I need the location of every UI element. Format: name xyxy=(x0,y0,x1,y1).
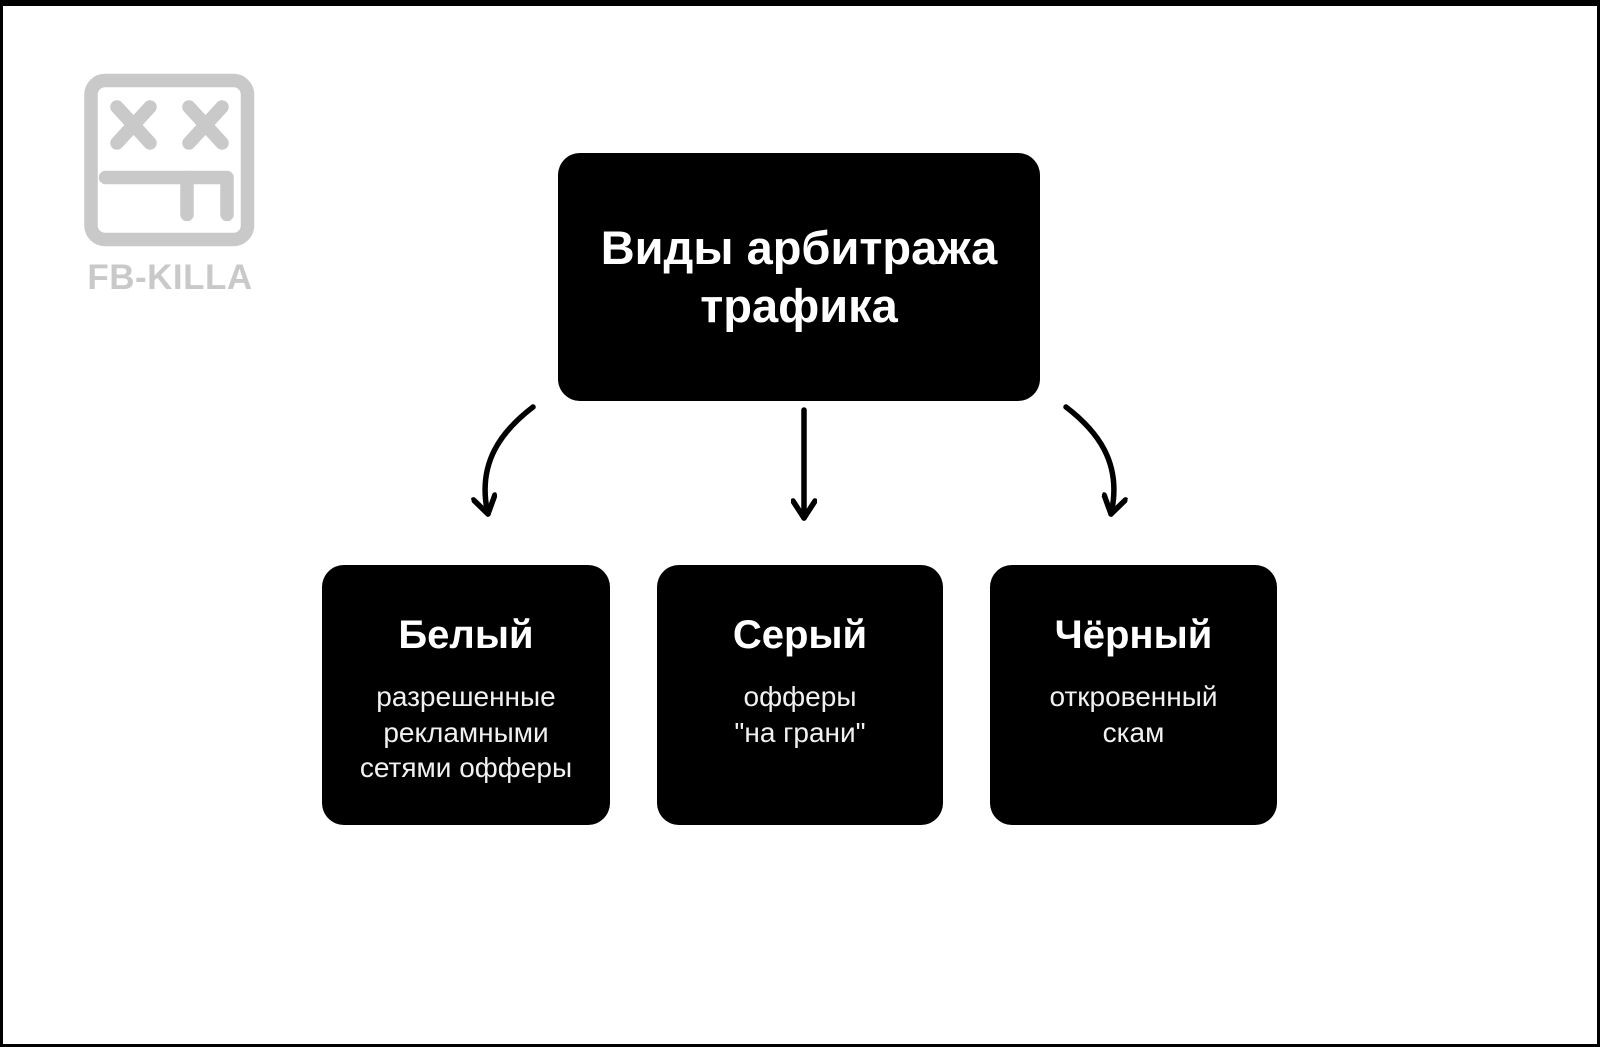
dead-face-right-eye xyxy=(182,100,229,150)
root-node-label: Виды арбитража трафика xyxy=(600,220,998,332)
arrow-to-black-node xyxy=(1063,404,1114,517)
arrow-to-white-node xyxy=(485,404,536,517)
node-white-description: разрешенные рекламными сетями офферы xyxy=(359,681,573,784)
root-node: Виды арбитража трафика xyxy=(558,153,1040,401)
dead-face-icon xyxy=(84,73,255,247)
node-black: Чёрный откровенный скам xyxy=(990,565,1277,825)
brand-name: FB-KILLA xyxy=(87,258,253,297)
node-black-description: откровенный скам xyxy=(1049,681,1218,748)
dead-face-mouth xyxy=(98,170,234,222)
dead-face-outline xyxy=(84,73,255,247)
node-black-title: Чёрный xyxy=(1054,613,1213,657)
node-gray: Серый офферы "на грани" xyxy=(657,565,943,825)
node-white: Белый разрешенные рекламными сетями оффе… xyxy=(322,565,610,825)
dead-face-left-eye xyxy=(110,100,157,150)
node-white-title: Белый xyxy=(398,613,534,657)
node-gray-title: Серый xyxy=(732,613,868,657)
brand-logo: FB-KILLA xyxy=(82,72,258,298)
node-gray-description: офферы "на грани" xyxy=(734,681,866,748)
